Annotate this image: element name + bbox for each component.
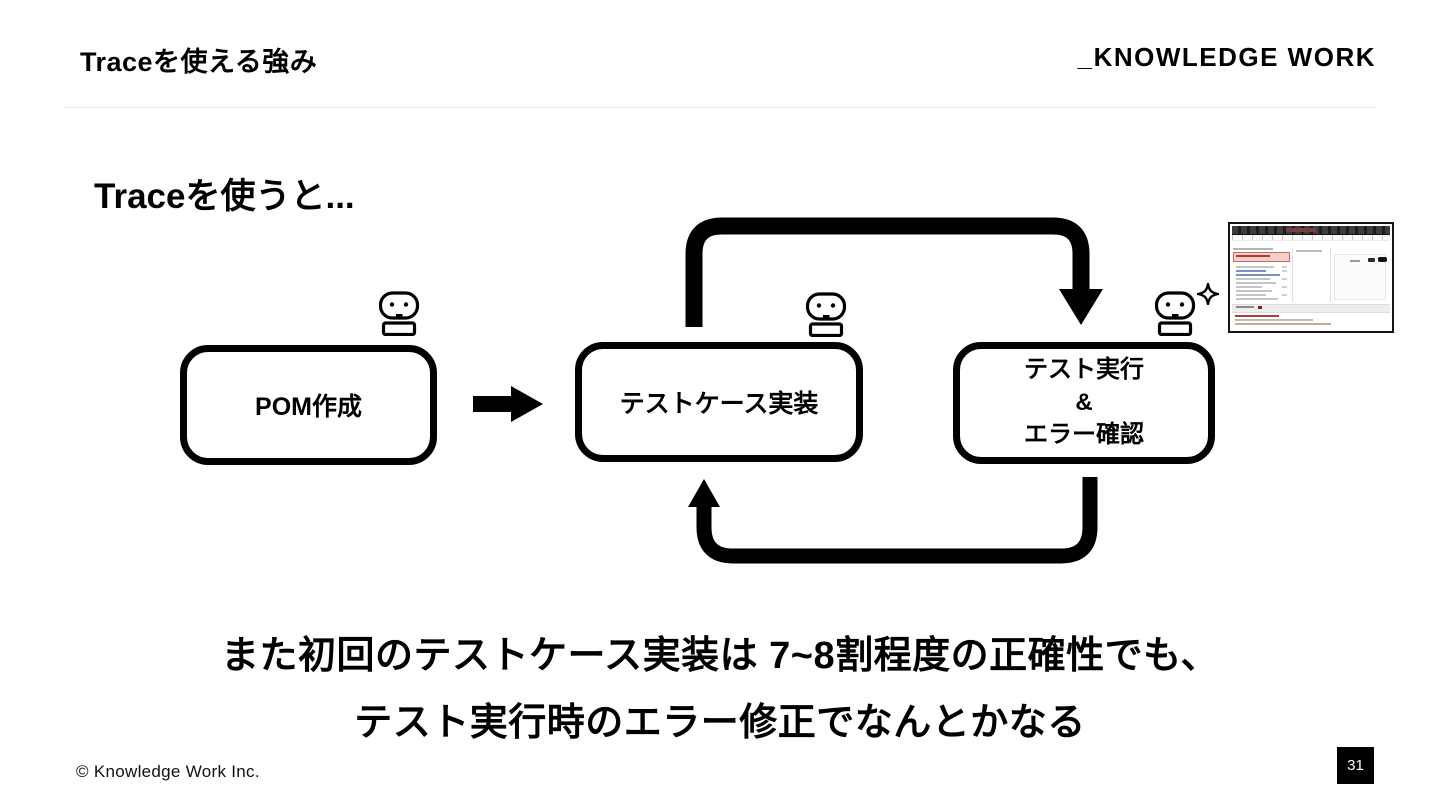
loop-arrow-forward <box>685 217 1103 327</box>
thumbnail-console-line <box>1235 323 1331 325</box>
robot-icon <box>1154 291 1196 336</box>
flow-box-testcase: テストケース実装 <box>575 342 863 462</box>
thumbnail-timeline-ruler <box>1232 235 1390 241</box>
thumbnail-action-header <box>1233 248 1273 250</box>
section-heading: Traceを使うと... <box>94 177 355 216</box>
flow-box-label: POM作成 <box>255 393 362 421</box>
thumbnail-filmstrip <box>1232 226 1390 235</box>
flow-box-pom: POM作成 <box>180 345 437 465</box>
header-divider <box>64 107 1376 108</box>
page-number-badge: 31 <box>1337 747 1374 784</box>
sparkle-icon <box>1197 283 1219 305</box>
page-title: Traceを使える強み <box>80 47 318 77</box>
robot-icon <box>805 292 847 337</box>
flow-box-label: テストケース実装 <box>619 390 819 418</box>
message-line-2: テスト実行時のエラー修正でなんとかなる <box>354 702 1086 744</box>
page-number: 31 <box>1347 757 1364 774</box>
thumbnail-console-line <box>1235 319 1313 321</box>
message-line-1: また初回のテストケース実装は 7~8割程度の正確性でも、 <box>221 635 1219 677</box>
right-block-arrow <box>473 386 543 422</box>
knowledge-work-logo: _KNOWLEDGE WORK <box>1077 42 1376 72</box>
thumbnail-console-line <box>1235 315 1279 317</box>
robot-icon <box>378 291 420 336</box>
trace-viewer-thumbnail <box>1228 222 1394 333</box>
flow-box-testrun: テスト実行 & エラー確認 <box>953 342 1215 464</box>
flow-box-label: テスト実行 & エラー確認 <box>1024 356 1144 449</box>
loop-arrow-back <box>688 477 1098 564</box>
thumbnail-toolbar <box>1296 250 1322 252</box>
thumbnail-tab-bar <box>1232 304 1390 313</box>
thumbnail-selected-action <box>1233 252 1290 262</box>
thumbnail-screenshot-pane <box>1334 254 1386 300</box>
copyright-text: © Knowledge Work Inc. <box>76 762 260 781</box>
